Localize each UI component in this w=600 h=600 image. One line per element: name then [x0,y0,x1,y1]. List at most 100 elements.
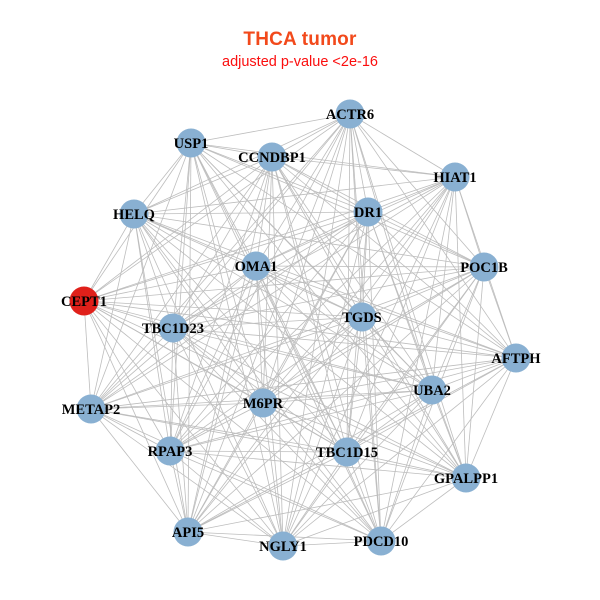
network-edge [255,176,456,267]
network-edge [187,316,363,533]
network-edge [172,327,467,479]
network-edge [282,451,348,547]
network-edge [172,327,382,542]
node-label-cept1: CEPT1 [61,294,107,310]
network-edge [169,357,517,452]
network-edge [465,357,517,479]
network-edge [133,213,348,453]
network-node-rpap3 [155,436,185,466]
network-node-hiat1 [440,162,470,192]
node-label-m6pr: M6PR [243,396,284,412]
network-edge [83,300,92,410]
network-node-usp1 [176,128,206,158]
network-node-helq [119,199,149,229]
network-edge [83,300,363,318]
network-edge [133,113,351,215]
network-node-oma1 [241,251,271,281]
network-edge [367,211,485,268]
network-node-pdcd10 [366,526,396,556]
network-edge [483,266,517,359]
network-edge [90,408,467,479]
network-edge [431,266,485,391]
network-edge [187,389,433,533]
network-edge [282,113,351,547]
network-edge [90,408,171,452]
network-edge [90,176,456,410]
network-edge [90,213,135,410]
network-edge [262,357,517,404]
node-label-tgds: TGDS [342,310,382,326]
network-edge [361,266,485,318]
network-edge [262,389,433,404]
network-edge [346,451,467,479]
network-edge [83,266,485,302]
network-edge [133,213,467,479]
network-edge [83,300,284,547]
network-edge [346,389,433,453]
network-edge [90,408,189,533]
network-edge [190,142,456,178]
network-edge [169,402,264,452]
network-edge [83,211,369,302]
network-edge [255,265,363,318]
network-edge [90,327,174,410]
node-label-ngly1: NGLY1 [259,539,307,555]
network-edge [83,300,174,329]
network-edge [255,211,369,267]
network-node-tbc1d15 [332,437,362,467]
network-edge [271,113,351,158]
network-edge [190,142,348,453]
network-edge [83,300,517,359]
network-edge [349,113,456,178]
network-edge [361,176,456,318]
network-node-m6pr [248,388,278,418]
node-label-rpap3: RPAP3 [148,444,193,460]
network-edge [262,402,467,479]
node-label-pdcd10: PDCD10 [354,534,409,550]
network-edge [90,211,369,410]
network-edge [190,142,369,213]
network-edge [187,156,273,533]
network-edge [346,266,485,453]
network-edge [169,316,363,452]
network-edge [255,156,273,267]
network-edge [346,451,382,542]
network-edge [172,327,189,533]
network-edge [271,156,284,547]
network-edge [361,316,517,359]
node-label-tbc1d23: TBC1D23 [142,321,204,337]
network-edge [172,113,351,329]
network-node-gpalpp1 [451,463,481,493]
network-node-tbc1d23 [158,313,188,343]
network-edge [380,477,467,542]
network-edge [187,531,284,547]
network-edge [282,477,467,547]
network-edge [172,176,456,329]
network-edge [169,450,348,453]
edges-layer [83,113,517,547]
network-edge [133,213,257,267]
node-label-tbc1d15: TBC1D15 [316,445,378,461]
network-edge [169,389,433,452]
network-edge [172,316,363,329]
network-node-ccndbp1 [257,142,287,172]
node-label-metap2: METAP2 [62,402,121,418]
network-edge [262,402,382,542]
network-edge [282,316,363,547]
network-edge [169,450,467,479]
network-node-api5 [173,517,203,547]
network-node-actr6 [335,99,365,129]
network-edge [349,113,369,213]
network-edge [172,211,369,329]
network-edge [169,142,192,452]
network-edge [190,142,467,479]
network-edge [282,357,517,547]
network-edge [83,113,351,302]
network-edge [361,211,369,318]
network-edge [90,316,363,410]
network-edge [172,265,257,329]
network-edge [133,142,192,215]
